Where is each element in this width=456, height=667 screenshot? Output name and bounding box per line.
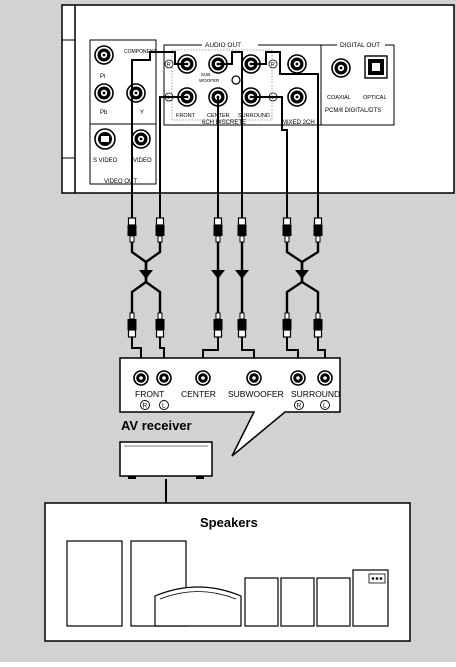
rx-front-l-jack [156, 370, 172, 386]
rx-front-l-mark: L [162, 403, 166, 410]
optical-jack [364, 55, 388, 79]
audio-out-label: AUDIO OUT [205, 42, 241, 49]
receiver-box [119, 441, 213, 479]
rx-surround-l-mark: L [323, 403, 327, 410]
y-jack [126, 83, 146, 103]
rx-subwoofer-jack [246, 370, 262, 386]
mixed-r-jack [287, 54, 307, 74]
video-label: VIDEO [133, 158, 152, 164]
pr-jack [94, 45, 114, 65]
rx-front-r-mark: R [143, 403, 148, 410]
rx-surround-label: SURROUND [291, 389, 340, 399]
digital-out-label: DIGITAL OUT [340, 42, 380, 49]
rx-front-r-jack [133, 370, 149, 386]
rx-surround-r-mark: R [297, 403, 302, 410]
rx-surround-r-jack [290, 370, 306, 386]
speakers-panel: Speakers [44, 502, 411, 642]
av-receiver-unit [352, 569, 389, 627]
receiver-panel: FRONT CENTER SUBWOOFER SURROUND R L R L [119, 357, 341, 457]
speakers-label: Speakers [200, 515, 258, 530]
subwoofer-speaker [154, 586, 242, 627]
video-jack [131, 129, 151, 149]
rx-center-jack [195, 370, 211, 386]
y-label: Y [140, 110, 144, 116]
front-label: FRONT [176, 113, 196, 119]
sch-discrete-label: 6CH DISCRETE [202, 120, 246, 126]
mixed-l-jack [287, 87, 307, 107]
rx-surround-l-jack [317, 370, 333, 386]
pr-label: Pr [100, 74, 106, 80]
surround-l-mark: L [271, 95, 274, 101]
surround-r-mark: R [271, 62, 275, 68]
direction-arrows [139, 270, 309, 279]
pb-jack [94, 83, 114, 103]
surround-label: SURROUND [238, 113, 270, 119]
rx-subwoofer-label: SUBWOOFER [228, 389, 284, 399]
center-speaker-mid [280, 577, 315, 627]
pcm-label: PCM/Ⅱ DIGITAL/DTS [325, 108, 381, 114]
optical-label: OPTICAL [363, 95, 387, 101]
video-out-label: VIDEO OUT [104, 179, 137, 185]
component-label: COMPONENT [124, 49, 157, 55]
front-left-speaker [66, 540, 123, 627]
pb-label: Pb [100, 110, 108, 116]
svideo-jack [94, 128, 116, 150]
rx-front-label: FRONT [135, 389, 164, 399]
front-r-mark: R [167, 62, 171, 68]
coaxial-label: COAXIAL [327, 95, 351, 101]
sub-label: SUB [201, 72, 210, 77]
svideo-label: S VIDEO [93, 158, 118, 164]
woofer-label: WOOFER [199, 78, 220, 83]
player-back-panel: COMPONENT Pr Pb Y S VIDEO VIDEO VIDEO OU… [61, 4, 455, 194]
front-l-mark: L [167, 95, 170, 101]
cables [131, 51, 319, 218]
center-speaker-left [244, 577, 279, 627]
coaxial-jack [331, 58, 351, 78]
av-receiver-label: AV receiver [121, 418, 192, 433]
rx-center-label: CENTER [181, 389, 216, 399]
mixed-label: MIXED 2CH [282, 120, 315, 126]
center-speaker-right [316, 577, 351, 627]
